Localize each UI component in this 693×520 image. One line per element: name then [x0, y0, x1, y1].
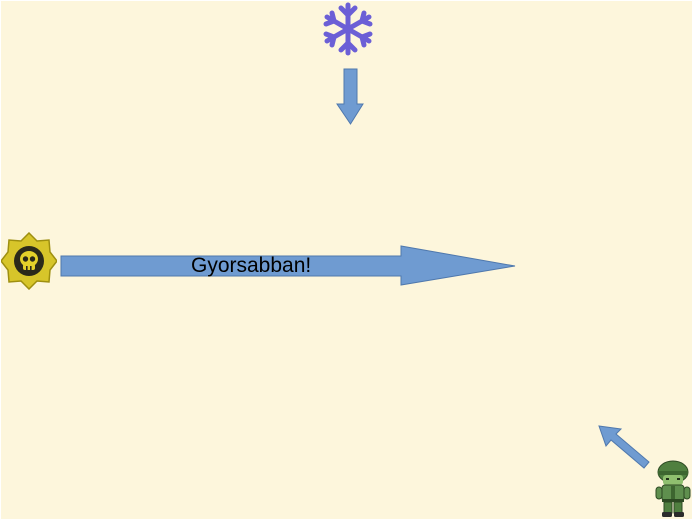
- main-right-arrow: [60, 245, 516, 286]
- diagonal-arrow: [598, 425, 650, 469]
- main-arrow-label: Gyorsabban!: [191, 254, 312, 277]
- down-arrow: [336, 68, 364, 125]
- soldier-figure-icon: [655, 460, 691, 517]
- snowflake-icon: [323, 2, 373, 56]
- skull-badge-icon: [1, 232, 57, 290]
